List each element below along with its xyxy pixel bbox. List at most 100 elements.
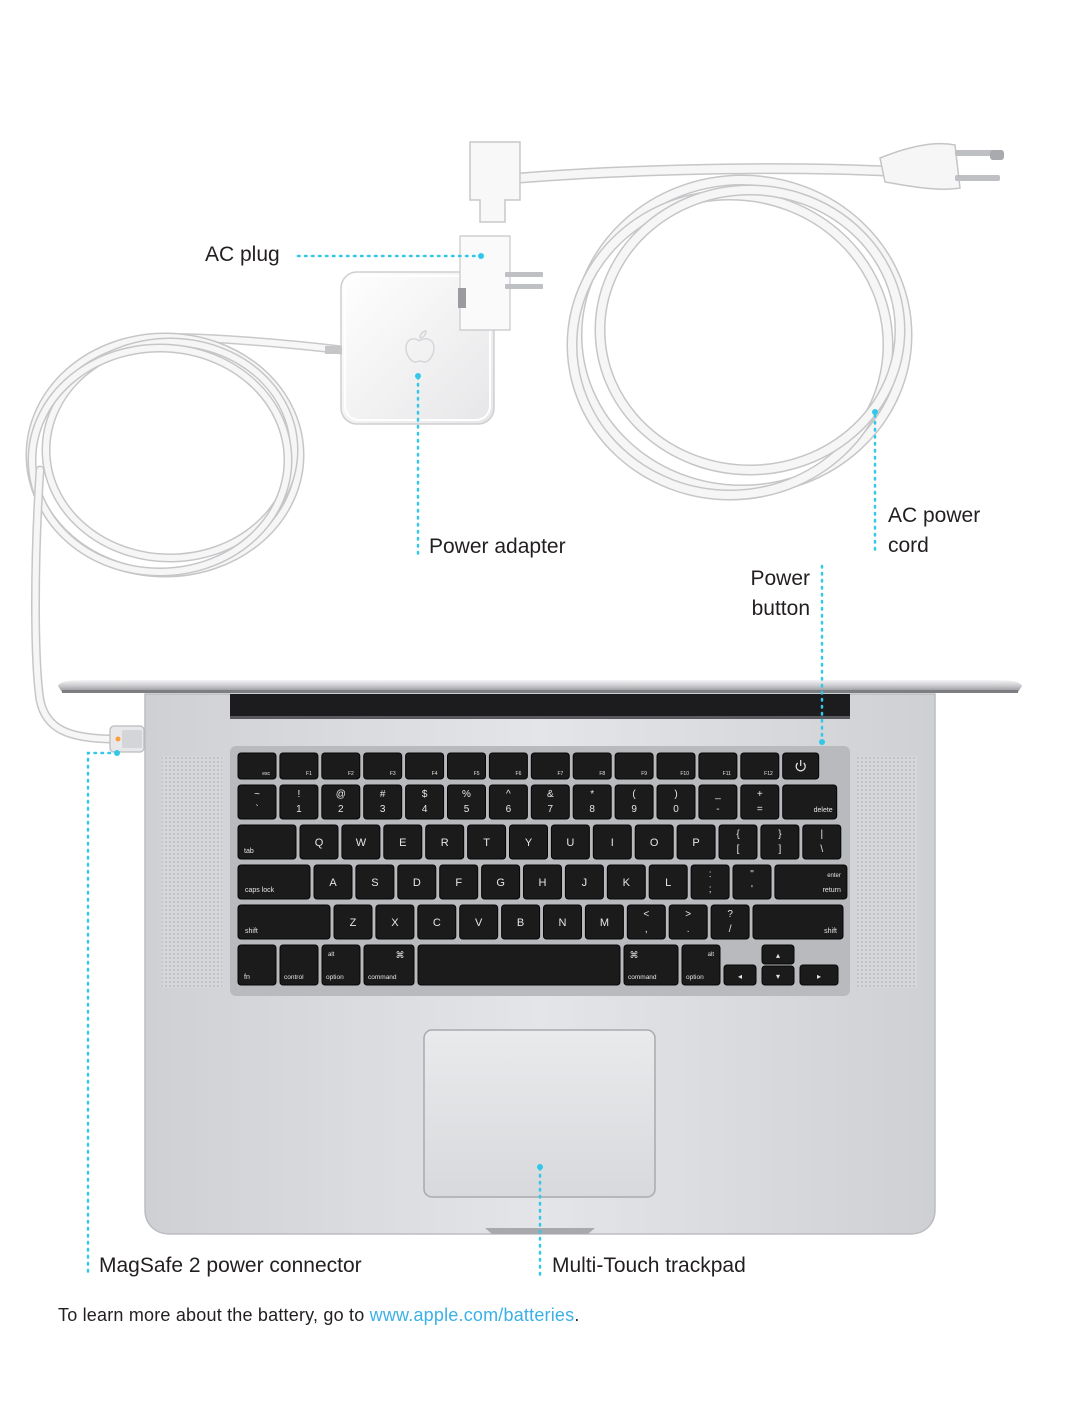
- key-space[interactable]: [417, 944, 621, 986]
- key-command-right[interactable]: ⌘command: [623, 944, 679, 986]
- key-13[interactable]: +=: [740, 784, 780, 820]
- key-g[interactable]: G: [481, 864, 521, 900]
- fn-key-f1[interactable]: F1: [279, 752, 319, 780]
- key-f[interactable]: F: [439, 864, 479, 900]
- key-m[interactable]: M: [584, 904, 624, 940]
- trackpad[interactable]: [423, 1029, 656, 1198]
- key-label: shift: [245, 928, 258, 935]
- key-h[interactable]: H: [523, 864, 562, 900]
- key-i[interactable]: I: [592, 824, 632, 860]
- key-3[interactable]: @2: [321, 784, 361, 820]
- fn-key-esc[interactable]: esc: [237, 752, 277, 780]
- key-label: M: [600, 917, 609, 929]
- key-bracket-0[interactable]: {[: [718, 824, 758, 860]
- key-b[interactable]: B: [501, 904, 541, 940]
- key-label: W: [356, 837, 367, 849]
- key-label: ,: [645, 924, 648, 935]
- key-label: ⌘: [630, 950, 639, 960]
- key-arrow-up[interactable]: ▴: [761, 944, 795, 965]
- key-shift-right[interactable]: shift: [752, 904, 844, 940]
- key-j[interactable]: J: [564, 864, 604, 900]
- fn-key-f10[interactable]: F10: [656, 752, 696, 780]
- key-r[interactable]: R: [425, 824, 465, 860]
- fn-key-f7[interactable]: F7: [530, 752, 570, 780]
- key-caps-lock[interactable]: caps lock: [237, 864, 311, 900]
- key-delete[interactable]: delete: [782, 784, 838, 820]
- fn-key-f3[interactable]: F3: [363, 752, 403, 780]
- key-punct-b1[interactable]: >.: [668, 904, 708, 940]
- key-arrow-right[interactable]: ▸: [799, 964, 839, 986]
- key-w[interactable]: W: [341, 824, 381, 860]
- key-z[interactable]: Z: [333, 904, 373, 940]
- key-arrow-left[interactable]: ◂: [723, 964, 757, 986]
- key-e[interactable]: E: [383, 824, 423, 860]
- key-bracket-2[interactable]: |\: [802, 824, 842, 860]
- key-a[interactable]: A: [313, 864, 353, 900]
- key-p[interactable]: P: [676, 824, 716, 860]
- fn-key-f11[interactable]: F11: [698, 752, 738, 780]
- key-x[interactable]: X: [375, 904, 415, 940]
- key-shift-left[interactable]: shift: [237, 904, 331, 940]
- key-10[interactable]: (9: [614, 784, 654, 820]
- key-2[interactable]: !1: [279, 784, 319, 820]
- key-arrow-down[interactable]: ▾: [761, 965, 795, 986]
- ac-power-cord-label: AC power cord: [888, 501, 980, 561]
- key-u[interactable]: U: [550, 824, 590, 860]
- key-label: V: [475, 917, 483, 929]
- key-punct-b2[interactable]: ?/: [710, 904, 750, 940]
- key-punct-0[interactable]: :;: [690, 864, 730, 900]
- key-bracket-1[interactable]: }]: [760, 824, 800, 860]
- key-s[interactable]: S: [355, 864, 395, 900]
- key-11[interactable]: )0: [656, 784, 696, 820]
- key-12[interactable]: _-: [698, 784, 738, 820]
- key-l[interactable]: L: [648, 864, 688, 900]
- key-label: F: [455, 877, 462, 889]
- key-o[interactable]: O: [634, 824, 674, 860]
- key-4[interactable]: #3: [363, 784, 403, 820]
- key-punct-1[interactable]: "': [732, 864, 772, 900]
- power-button-label: Power button: [736, 564, 810, 624]
- key-label: S: [371, 877, 378, 889]
- key-n[interactable]: N: [543, 904, 582, 940]
- key-command-left[interactable]: ⌘command: [363, 944, 415, 986]
- key-y[interactable]: Y: [509, 824, 548, 860]
- key-label: ": [750, 869, 754, 880]
- key-9[interactable]: *8: [572, 784, 612, 820]
- key-6[interactable]: %5: [447, 784, 486, 820]
- key-label: U: [566, 837, 574, 849]
- key-control[interactable]: control: [279, 944, 319, 986]
- fn-key-f8[interactable]: F8: [572, 752, 612, 780]
- fn-key-f2[interactable]: F2: [321, 752, 361, 780]
- key-label: -: [716, 804, 719, 815]
- magsafe-plug: [109, 725, 145, 753]
- power-adapter-label: Power adapter: [429, 535, 566, 558]
- key-7[interactable]: ^6: [488, 784, 528, 820]
- key-q[interactable]: Q: [299, 824, 339, 860]
- key-label: [: [737, 844, 740, 855]
- wall-plug: [879, 142, 1004, 190]
- key-v[interactable]: V: [459, 904, 499, 940]
- fn-key-f6[interactable]: F6: [488, 752, 528, 780]
- key-t[interactable]: T: [467, 824, 507, 860]
- fn-key-f5[interactable]: F5: [447, 752, 486, 780]
- key-label: 6: [506, 804, 512, 815]
- key-label: F1: [306, 771, 312, 777]
- key-k[interactable]: K: [606, 864, 646, 900]
- fn-key-f12[interactable]: F12: [740, 752, 780, 780]
- key-fn[interactable]: fn: [237, 944, 277, 986]
- key-label: option: [686, 974, 704, 981]
- fn-key-f4[interactable]: F4: [405, 752, 445, 780]
- fn-key-f9[interactable]: F9: [614, 752, 654, 780]
- key-5[interactable]: $4: [405, 784, 445, 820]
- key-punct-b0[interactable]: <,: [626, 904, 666, 940]
- key-tab[interactable]: tab: [237, 824, 297, 860]
- key-8[interactable]: &7: [530, 784, 570, 820]
- key-d[interactable]: D: [397, 864, 437, 900]
- key-1[interactable]: ~`: [237, 784, 277, 820]
- key-c[interactable]: C: [417, 904, 457, 940]
- power-button[interactable]: [782, 752, 820, 780]
- batteries-link[interactable]: www.apple.com/batteries: [369, 1305, 575, 1325]
